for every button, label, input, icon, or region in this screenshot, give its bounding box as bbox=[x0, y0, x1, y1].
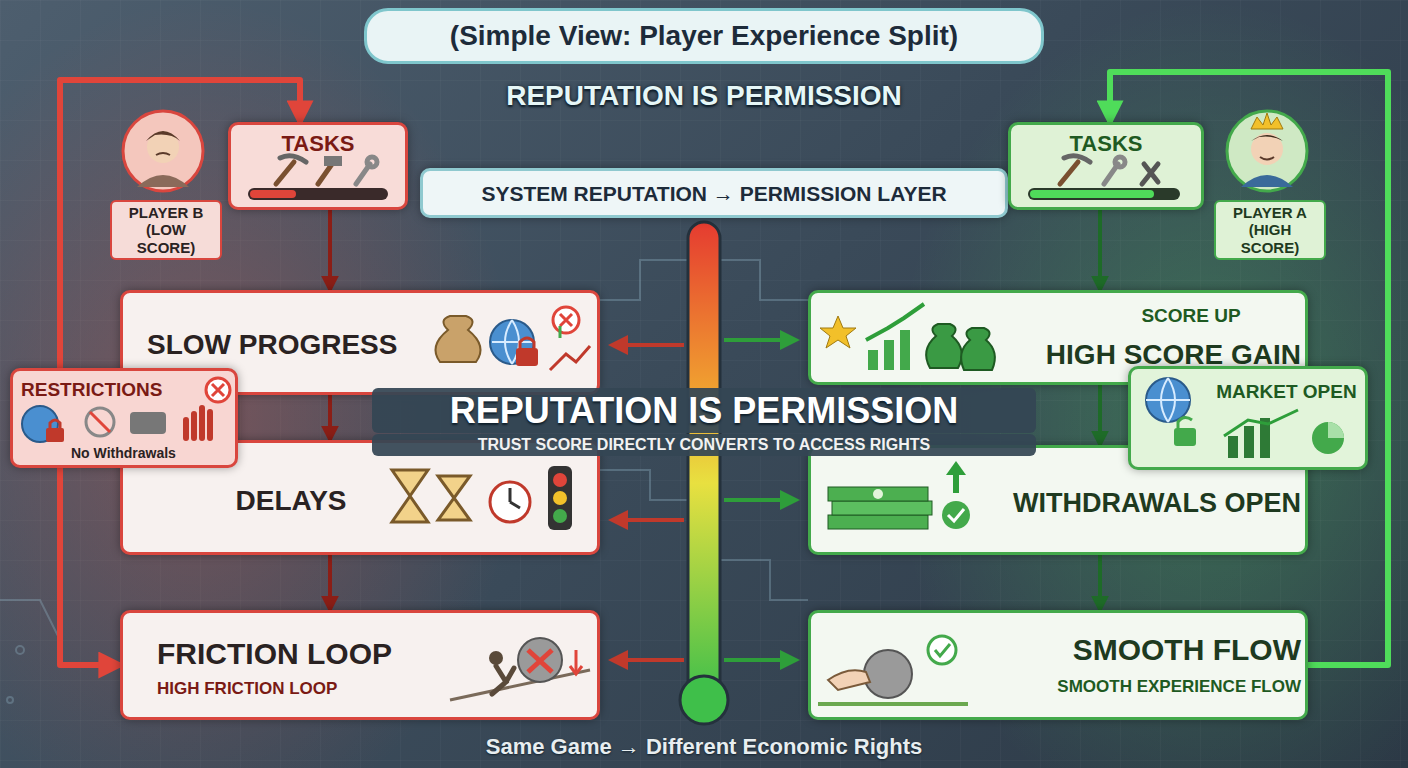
node-text: RESTRICTIONS bbox=[21, 379, 201, 401]
permission-layer-box: SYSTEM REPUTATION → PERMISSION LAYER bbox=[420, 168, 1008, 218]
node-text: SCORE UP bbox=[1096, 305, 1286, 327]
node-text: DELAYS bbox=[211, 485, 371, 517]
task-box: TASKS bbox=[228, 122, 408, 210]
restriction-box: RESTRICTIONS No Withdrawals bbox=[10, 368, 238, 468]
node-text: SYSTEM REPUTATION → PERMISSION LAYER bbox=[427, 182, 1001, 206]
node-text: SMOOTH EXPERIENCE FLOW bbox=[971, 677, 1301, 697]
caption: Same Game → Different Economic Rights bbox=[354, 734, 1054, 759]
node-text: PLAYER B (LOW SCORE) bbox=[110, 200, 222, 260]
flow-arrow bbox=[1098, 555, 1102, 610]
market-box: MARKET OPEN bbox=[1128, 366, 1368, 470]
flow-arrow bbox=[328, 555, 332, 610]
node-text: PLAYER A (HIGH SCORE) bbox=[1214, 200, 1326, 260]
center-label: REPUTATION IS PERMISSION bbox=[372, 388, 1036, 433]
center-label: TRUST SCORE DIRECTLY CONVERTS TO ACCESS … bbox=[372, 434, 1036, 456]
node-text: FRICTION LOOP bbox=[157, 637, 442, 672]
task-box: TASKS bbox=[1008, 122, 1204, 210]
node-text: MARKET OPEN bbox=[1209, 381, 1364, 403]
node-text: TASKS bbox=[231, 131, 405, 156]
flow-arrow bbox=[328, 395, 332, 440]
loop-box: FRICTION LOOP HIGH FRICTION LOOP bbox=[120, 610, 600, 720]
player-avatar: PLAYER A (HIGH SCORE) bbox=[1214, 110, 1326, 265]
node-text: No Withdrawals bbox=[71, 445, 236, 461]
node-text: SLOW PROGRESS bbox=[147, 329, 437, 361]
flow-arrow bbox=[1098, 210, 1102, 290]
node-text: HIGH FRICTION LOOP bbox=[157, 679, 442, 699]
title-pill: (Simple View: Player Experience Split) bbox=[364, 8, 1044, 64]
flow-arrow bbox=[1098, 385, 1102, 445]
loop-box: SMOOTH FLOW SMOOTH EXPERIENCE FLOW bbox=[808, 610, 1308, 720]
node-text: TASKS bbox=[1011, 131, 1201, 156]
node-text: WITHDRAWALS OPEN bbox=[986, 488, 1301, 519]
flow-arrow bbox=[328, 210, 332, 290]
heading-label: REPUTATION IS PERMISSION bbox=[354, 80, 1054, 112]
player-avatar: PLAYER B (LOW SCORE) bbox=[110, 110, 222, 265]
node-text: SMOOTH FLOW bbox=[991, 633, 1301, 668]
